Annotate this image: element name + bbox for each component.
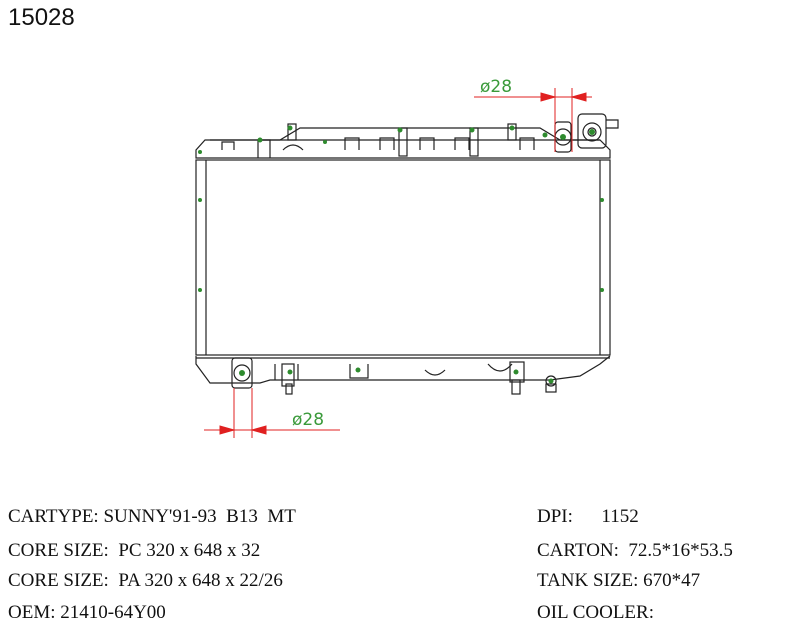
bottom-pipe-diameter: ø28 xyxy=(292,410,324,430)
spec-cartype: CARTYPE: SUNNY'91-93 B13 MT xyxy=(8,506,296,527)
radiator-drawing: ø28 ø28 xyxy=(195,77,619,438)
bottom-dimension xyxy=(204,388,340,438)
spec-carton: CARTON: 72.5*16*53.5 xyxy=(537,540,733,561)
core xyxy=(195,159,611,356)
mount-points xyxy=(198,125,604,384)
spec-tank-size: TANK SIZE: 670*47 xyxy=(537,570,701,591)
spec-core-size-pa: CORE SIZE: PA 320 x 648 x 22/26 xyxy=(8,570,283,591)
spec-core-size-pc: CORE SIZE: PC 320 x 648 x 32 xyxy=(8,540,261,561)
spec-oem: OEM: 21410-64Y00 xyxy=(8,602,166,623)
spec-oil-cooler: OIL COOLER: xyxy=(537,602,654,623)
top-pipe-diameter: ø28 xyxy=(480,77,512,97)
spec-dpi: DPI: 1152 xyxy=(537,506,639,527)
part-number: 15028 xyxy=(8,4,75,31)
bottom-tank xyxy=(195,355,611,384)
top-dimension xyxy=(474,88,592,152)
